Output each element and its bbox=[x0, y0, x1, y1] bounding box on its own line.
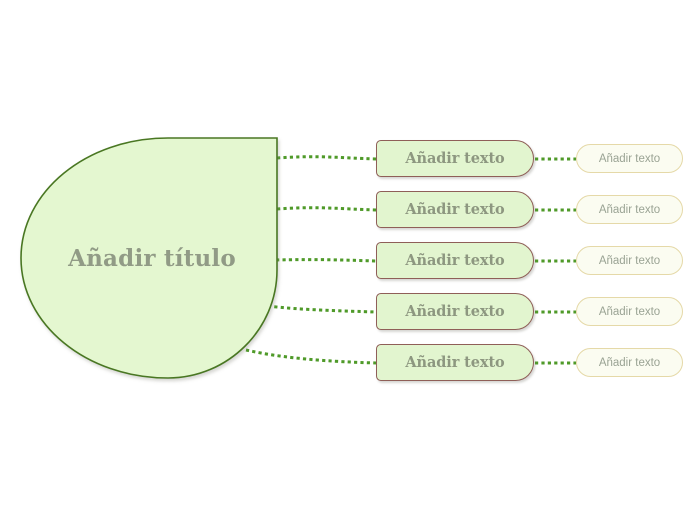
leaf-node-label: Añadir texto bbox=[598, 254, 661, 267]
branch-node-label: Añadir texto bbox=[405, 252, 505, 269]
leaf-node-label: Añadir texto bbox=[598, 152, 661, 165]
root-to-branch-connector-4 bbox=[267, 304, 377, 314]
branch-node-label: Añadir texto bbox=[405, 303, 505, 320]
branch-node-4[interactable]: Añadir texto bbox=[376, 293, 534, 330]
branch-node-3[interactable]: Añadir texto bbox=[376, 242, 534, 279]
root-to-branch-connector-1 bbox=[276, 155, 377, 161]
root-node[interactable]: Añadir título bbox=[20, 137, 278, 379]
branch-node-label: Añadir texto bbox=[405, 150, 505, 167]
root-to-branch-connector-2 bbox=[276, 206, 377, 212]
branch-node-label: Añadir texto bbox=[405, 354, 505, 371]
branch-node-2[interactable]: Añadir texto bbox=[376, 191, 534, 228]
leaf-node-1[interactable]: Añadir texto bbox=[576, 144, 683, 173]
branch-node-label: Añadir texto bbox=[405, 201, 505, 218]
root-node-shape bbox=[20, 137, 278, 379]
leaf-node-5[interactable]: Añadir texto bbox=[576, 348, 683, 377]
leaf-node-label: Añadir texto bbox=[598, 203, 661, 216]
leaf-node-label: Añadir texto bbox=[598, 356, 661, 369]
branch-node-1[interactable]: Añadir texto bbox=[376, 140, 534, 177]
leaf-node-4[interactable]: Añadir texto bbox=[576, 297, 683, 326]
root-to-branch-connector-3 bbox=[275, 258, 377, 263]
leaf-node-label: Añadir texto bbox=[598, 305, 661, 318]
root-node-label: Añadir título bbox=[68, 244, 236, 272]
branch-node-5[interactable]: Añadir texto bbox=[376, 344, 534, 381]
leaf-node-3[interactable]: Añadir texto bbox=[576, 246, 683, 275]
leaf-node-2[interactable]: Añadir texto bbox=[576, 195, 683, 224]
